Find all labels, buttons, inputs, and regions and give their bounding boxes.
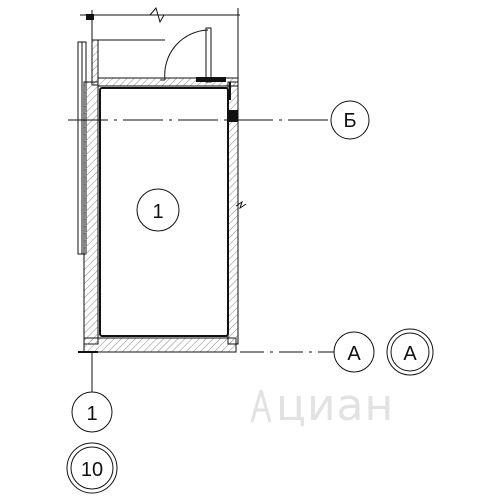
door-leaf: [205, 27, 212, 83]
door-swing-arc: [164, 29, 209, 81]
sheet-ref-bubble-outer: [66, 442, 118, 494]
wall-west: [83, 81, 99, 345]
upper-wall-left: [91, 39, 99, 86]
column-marker-east: [229, 110, 238, 122]
east-break-mark: [235, 200, 247, 210]
sheet-ref-label: 10: [81, 459, 103, 481]
room-tag: [136, 188, 180, 232]
top-marker: [86, 14, 94, 20]
room-number: 1: [152, 201, 163, 223]
wall-north: [97, 77, 239, 87]
wall-south: [83, 337, 237, 353]
sheet-ref-bubble-inner: [70, 446, 114, 490]
grid-bubble-1: [71, 391, 113, 433]
door: [160, 27, 212, 83]
grid-bubble-b: [330, 100, 370, 140]
column-marker-north: [196, 77, 226, 82]
grid-label-b: Б: [343, 110, 356, 132]
grid-label-a: А: [347, 343, 361, 365]
grid-bubble-a-inner: [390, 332, 430, 372]
grid-label-a-secondary: А: [403, 343, 417, 365]
grid-bubble-a-outer: [386, 328, 434, 376]
grid-label-1: 1: [86, 403, 97, 425]
exterior-walls: [83, 77, 239, 353]
grid-bubble-a: [333, 331, 375, 373]
